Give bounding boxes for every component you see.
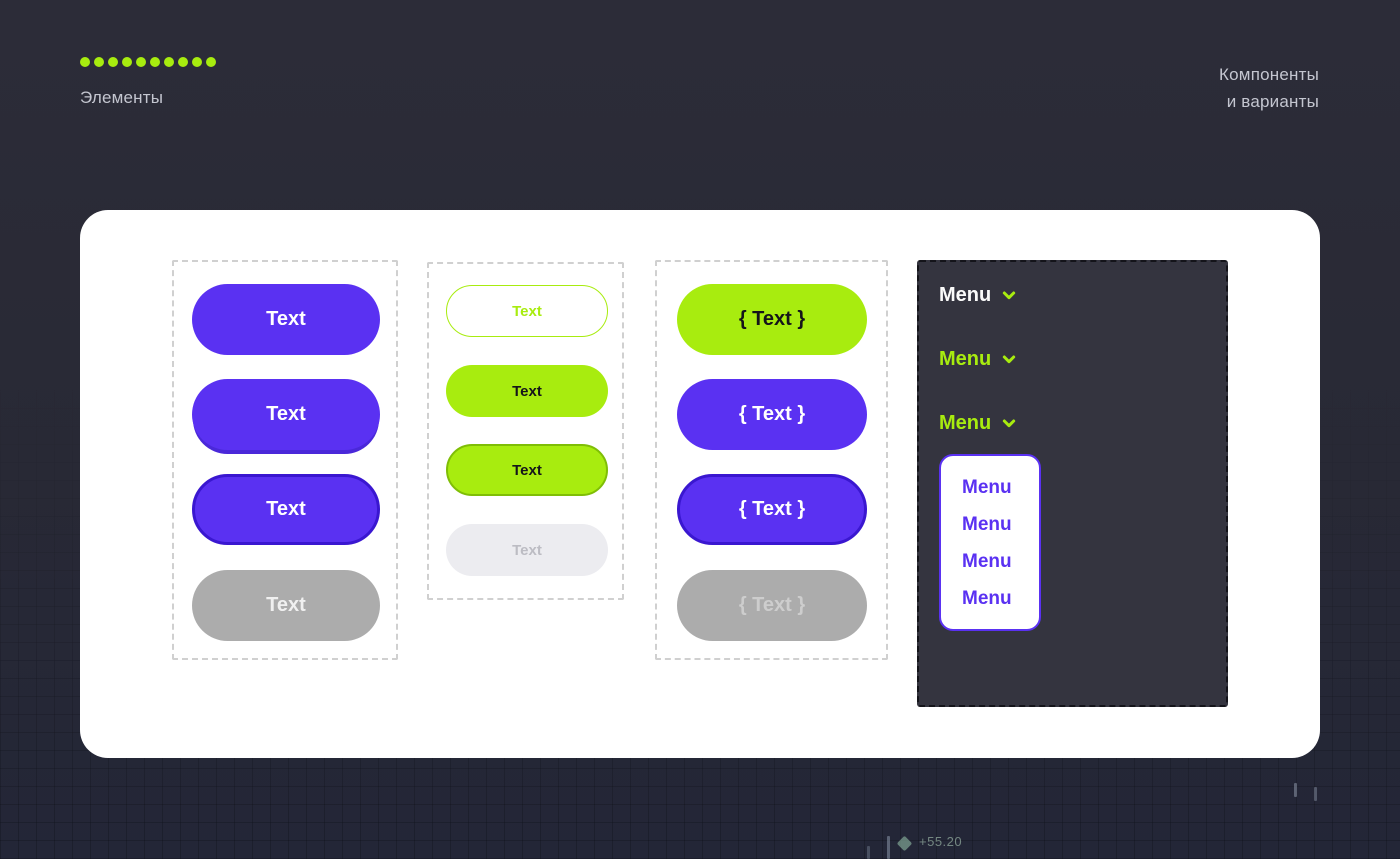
- button-group-primary: Text Text Text Text: [172, 260, 398, 660]
- menu-trigger-label: Menu: [939, 412, 992, 434]
- bg-candle-tick: [1314, 787, 1317, 801]
- bg-diamond-marker: [896, 835, 913, 852]
- button-code-lime[interactable]: { Text }: [677, 284, 867, 355]
- progress-dots: [80, 57, 216, 67]
- button-primary-pressed[interactable]: Text: [192, 379, 380, 450]
- page-subtitle-line1: Компоненты: [1219, 65, 1319, 84]
- chevron-down-icon: [1001, 287, 1017, 303]
- dot: [178, 57, 188, 67]
- menu-trigger-default[interactable]: Menu: [939, 282, 1017, 308]
- page-subtitle-line2: и варианты: [1226, 92, 1319, 111]
- page-subtitle: Компоненты и варианты: [1219, 61, 1319, 115]
- dot: [136, 57, 146, 67]
- dropdown-menu-item[interactable]: Menu: [962, 587, 1012, 609]
- dot: [150, 57, 160, 67]
- chevron-down-icon: [1001, 415, 1017, 431]
- button-secondary-ghost[interactable]: Text: [446, 285, 608, 337]
- components-card: Text Text Text Text Text Text Text Text …: [80, 210, 1320, 758]
- bg-candle-tick: [1294, 783, 1297, 797]
- menu-trigger-open[interactable]: Menu: [939, 410, 1017, 436]
- menu-trigger-label: Menu: [939, 284, 992, 306]
- button-group-secondary: Text Text Text Text: [427, 262, 624, 600]
- button-primary-outline[interactable]: Text: [192, 474, 380, 545]
- dot: [122, 57, 132, 67]
- dropdown-menu-item[interactable]: Menu: [962, 550, 1012, 572]
- button-secondary-default[interactable]: Text: [446, 365, 608, 417]
- button-primary-disabled[interactable]: Text: [192, 570, 380, 641]
- button-primary-default[interactable]: Text: [192, 284, 380, 355]
- menu-trigger-label: Menu: [939, 348, 992, 370]
- dot: [80, 57, 90, 67]
- button-secondary-disabled[interactable]: Text: [446, 524, 608, 576]
- button-code-disabled[interactable]: { Text }: [677, 570, 867, 641]
- button-secondary-outline[interactable]: Text: [446, 444, 608, 496]
- menu-trigger-hover[interactable]: Menu: [939, 346, 1017, 372]
- bg-candle-tick: [887, 836, 890, 859]
- button-code-outline[interactable]: { Text }: [677, 474, 867, 545]
- dropdown-menu-item[interactable]: Menu: [962, 513, 1012, 535]
- dropdown-menu: Menu Menu Menu Menu: [939, 454, 1041, 631]
- dot: [192, 57, 202, 67]
- section-title: Элементы: [80, 88, 164, 107]
- menu-demo-panel: Menu Menu Menu Menu Menu Menu Menu: [917, 260, 1228, 707]
- button-code-primary[interactable]: { Text }: [677, 379, 867, 450]
- dot: [164, 57, 174, 67]
- bg-candle-tick: [867, 846, 870, 859]
- chevron-down-icon: [1001, 351, 1017, 367]
- dot: [108, 57, 118, 67]
- dot: [94, 57, 104, 67]
- dot: [206, 57, 216, 67]
- dropdown-menu-item[interactable]: Menu: [962, 476, 1012, 498]
- bg-ticker-value: +55.20: [919, 834, 963, 849]
- button-group-code: { Text } { Text } { Text } { Text }: [655, 260, 888, 660]
